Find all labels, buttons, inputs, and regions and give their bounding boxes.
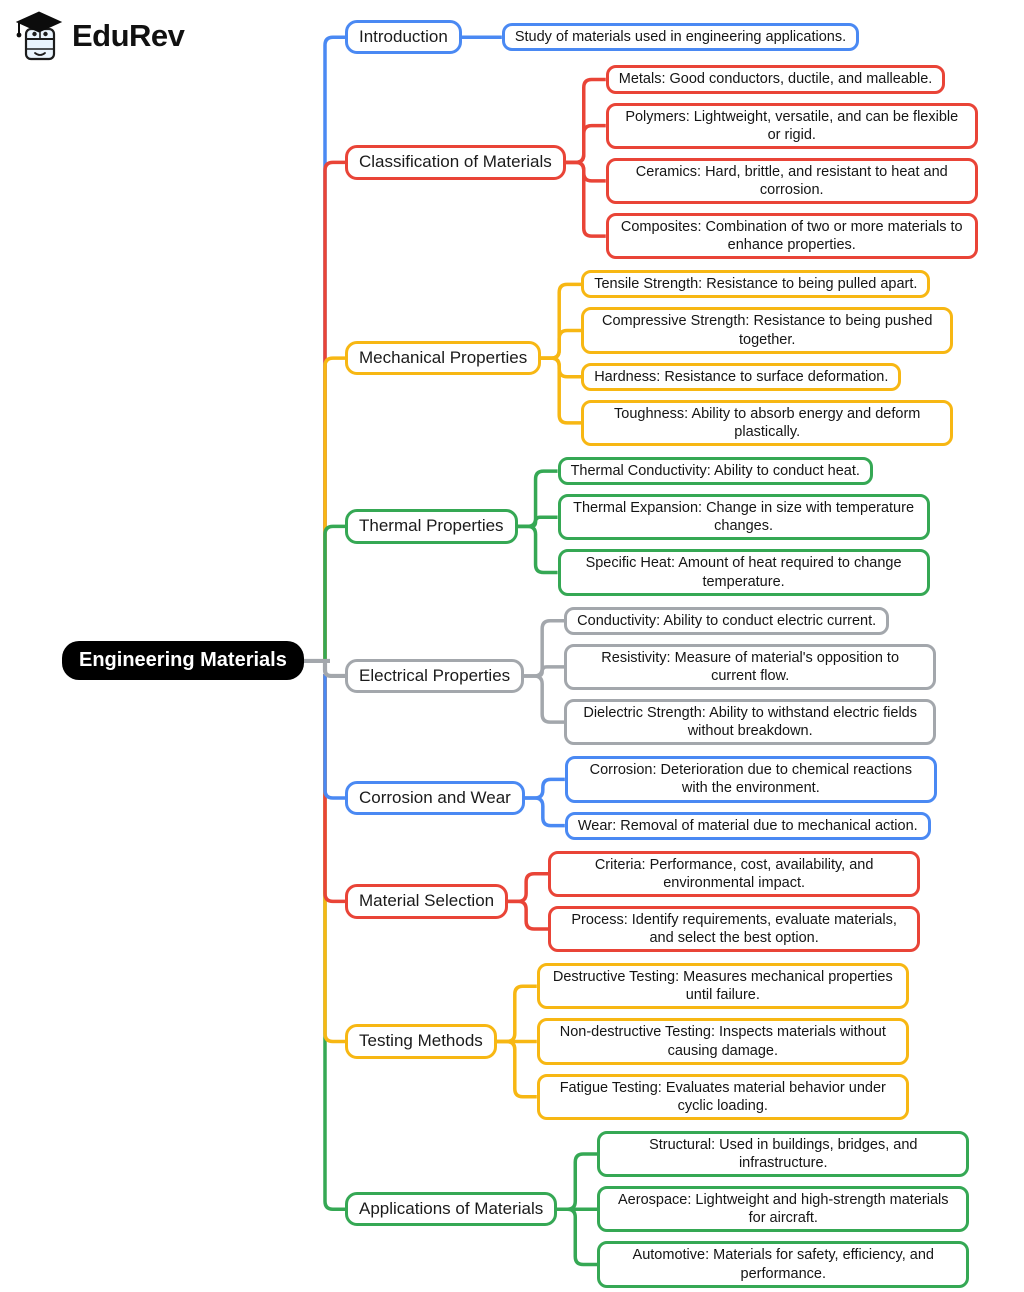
branch-node-electrical-properties: Electrical Properties	[345, 658, 525, 694]
branch-group-corrosion-and-wear: Corrosion and Wear Corrosion: Deteriorati…	[345, 756, 978, 840]
branch-group-classification-of-materials: Classification of Materials Metals: Good …	[345, 65, 978, 260]
branch-node-applications-of-materials: Applications of Materials	[345, 1192, 558, 1227]
branch-group-thermal-properties: Thermal Properties Thermal Conductivity: …	[345, 457, 978, 596]
child-node-automotive: Automotive: Materials for safety, effici…	[597, 1241, 970, 1288]
child-node-hardness: Hardness: Resistance to surface deformat…	[581, 362, 902, 391]
children-column: Metals: Good conductors, ductile, and ma…	[605, 65, 978, 260]
child-node-ceramics: Ceramics: Hard, brittle, and resistant t…	[605, 157, 978, 205]
branch-group-applications-of-materials: Applications of Materials Structural: Use…	[345, 1130, 978, 1288]
children-column: Study of materials used in engineering a…	[501, 23, 860, 52]
child-node-tensile-strength: Tensile Strength: Resistance to being pu…	[581, 270, 931, 299]
children-column: Thermal Conductivity: Ability to conduct…	[557, 457, 930, 596]
child-node-structural: Structural: Used in buildings, bridges, …	[597, 1130, 970, 1178]
child-node-thermal-conductivity: Thermal Conductivity: Ability to conduct…	[557, 457, 873, 486]
edurev-logo: EduRev	[14, 8, 185, 64]
branch-node-material-selection: Material Selection	[345, 884, 509, 919]
child-node-study-of-materials-used-in-eng: Study of materials used in engineering a…	[501, 23, 860, 52]
branch-group-electrical-properties: Electrical Properties Conductivity: Abili…	[345, 606, 978, 746]
branch-node-corrosion-and-wear: Corrosion and Wear	[345, 780, 525, 816]
child-node-thermal-expansion: Thermal Expansion: Change in size with t…	[557, 494, 930, 541]
child-node-non-destructive-testing: Non-destructive Testing: Inspects materi…	[536, 1018, 909, 1065]
child-node-toughness: Toughness: Ability to absorb energy and …	[581, 399, 954, 447]
edurev-logo-text: EduRev	[72, 18, 185, 53]
branch-group-testing-methods: Testing Methods Destructive Testing: Meas…	[345, 963, 978, 1120]
child-node-wear: Wear: Removal of material due to mechani…	[564, 811, 931, 840]
children-column: Tensile Strength: Resistance to being pu…	[581, 270, 954, 447]
branch-node-thermal-properties: Thermal Properties	[345, 509, 518, 544]
children-column: Structural: Used in buildings, bridges, …	[597, 1130, 970, 1288]
child-node-polymers: Polymers: Lightweight, versatile, and ca…	[605, 102, 978, 149]
child-node-corrosion: Corrosion: Deterioration due to chemical…	[564, 756, 937, 803]
branch-node-introduction: Introduction	[345, 20, 462, 55]
child-node-compressive-strength: Compressive Strength: Resistance to bein…	[581, 307, 954, 354]
child-node-criteria: Criteria: Performance, cost, availabilit…	[548, 850, 921, 897]
branch-node-mechanical-properties: Mechanical Properties	[345, 340, 542, 376]
children-column: Corrosion: Deterioration due to chemical…	[564, 756, 937, 840]
branch-group-mechanical-properties: Mechanical Properties Tensile Strength: R…	[345, 270, 978, 447]
children-column: Conductivity: Ability to conduct electri…	[564, 606, 937, 746]
child-node-fatigue-testing: Fatigue Testing: Evaluates material beha…	[536, 1073, 909, 1120]
child-node-conductivity: Conductivity: Ability to conduct electri…	[564, 606, 890, 635]
child-node-specific-heat: Specific Heat: Amount of heat required t…	[557, 549, 930, 596]
child-node-process: Process: Identify requirements, evaluate…	[548, 905, 921, 953]
branch-group-material-selection: Material Selection Criteria: Performance,…	[345, 850, 978, 953]
child-node-metals: Metals: Good conductors, ductile, and ma…	[605, 65, 946, 94]
child-node-resistivity: Resistivity: Measure of material's oppos…	[564, 643, 937, 691]
edurev-logo-icon	[15, 11, 63, 61]
child-node-aerospace: Aerospace: Lightweight and high-strength…	[597, 1186, 970, 1233]
children-column: Destructive Testing: Measures mechanical…	[536, 963, 909, 1120]
branches-column: Introduction Study of materials used in e…	[345, 20, 978, 1288]
root-node-engineering-materials: Engineering Materials	[62, 641, 304, 681]
children-column: Criteria: Performance, cost, availabilit…	[548, 850, 921, 953]
branch-group-introduction: Introduction Study of materials used in e…	[345, 20, 978, 55]
branch-node-testing-methods: Testing Methods	[345, 1024, 497, 1059]
child-node-destructive-testing: Destructive Testing: Measures mechanical…	[536, 963, 909, 1010]
child-node-composites: Composites: Combination of two or more m…	[605, 213, 978, 260]
child-node-dielectric-strength: Dielectric Strength: Ability to withstan…	[564, 699, 937, 746]
branch-node-classification-of-materials: Classification of Materials	[345, 145, 566, 180]
